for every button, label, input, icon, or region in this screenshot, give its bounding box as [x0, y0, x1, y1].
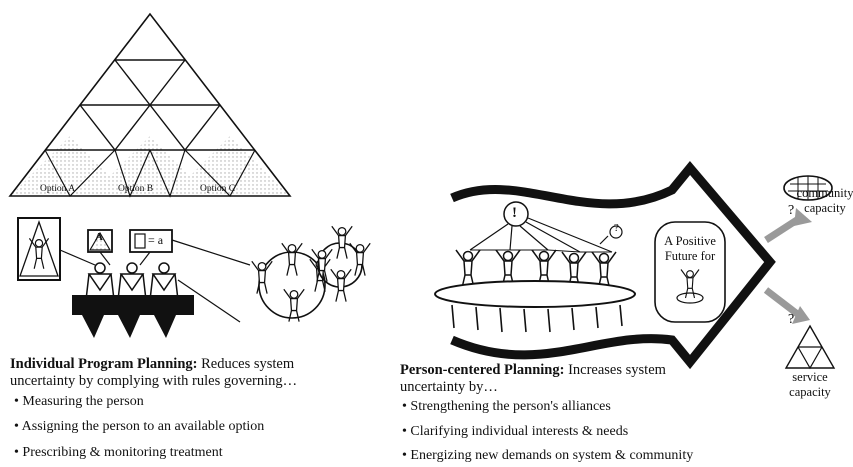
service-label-line1: service [792, 370, 828, 384]
positive-future-label: A Positive Future for [658, 234, 722, 264]
right-subtitle-line2: uncertainty by… [400, 379, 498, 395]
community-label-line2: capacity [804, 201, 846, 215]
service-capacity-label: service capacity [780, 370, 840, 400]
right-subtitle-line1: Increases system [564, 362, 666, 378]
left-heading: Individual Program Planning: Reduces sys… [10, 356, 294, 373]
right-bullet-3: • Energizing new demands on system & com… [402, 448, 694, 463]
community-question: ? [788, 203, 795, 218]
service-label-line2: capacity [789, 385, 831, 399]
left-subtitle-line2: uncertainty by complying with rules gove… [10, 373, 298, 389]
individual-planning-scene [17, 217, 331, 338]
left-title: Individual Program Planning: [10, 356, 198, 372]
right-bullet-2: • Clarifying individual interests & need… [402, 424, 629, 439]
person-centered-scene [311, 160, 835, 370]
community-capacity-label: community capacity [796, 186, 853, 216]
option-a-label: Option A [40, 184, 76, 194]
exclamation-mark: ! [512, 205, 517, 221]
assign-box-label: = a [148, 233, 164, 247]
right-heading: Person-centered Planning: Increases syst… [400, 362, 666, 379]
left-bullet-1: • Measuring the person [14, 394, 144, 409]
left-bullet-3: • Prescribing & monitoring treatment [14, 445, 223, 460]
options-pyramid [8, 12, 292, 198]
community-label-line1: community [796, 186, 853, 200]
left-subtitle-line1: Reduces system [197, 356, 295, 372]
left-bullet-2: • Assigning the person to an available o… [14, 419, 265, 434]
service-question: ? [788, 312, 795, 327]
option-b-label: Option B [118, 184, 154, 194]
question-mark: ? [614, 222, 619, 234]
measure-box-label: A [95, 231, 103, 243]
right-bullet-1: • Strengthening the person's alliances [402, 399, 611, 414]
option-c-label: Option C [200, 184, 236, 194]
positive-future-line1: A Positive [664, 234, 716, 248]
positive-future-line2: Future for [664, 249, 716, 263]
right-title: Person-centered Planning: [400, 362, 565, 378]
